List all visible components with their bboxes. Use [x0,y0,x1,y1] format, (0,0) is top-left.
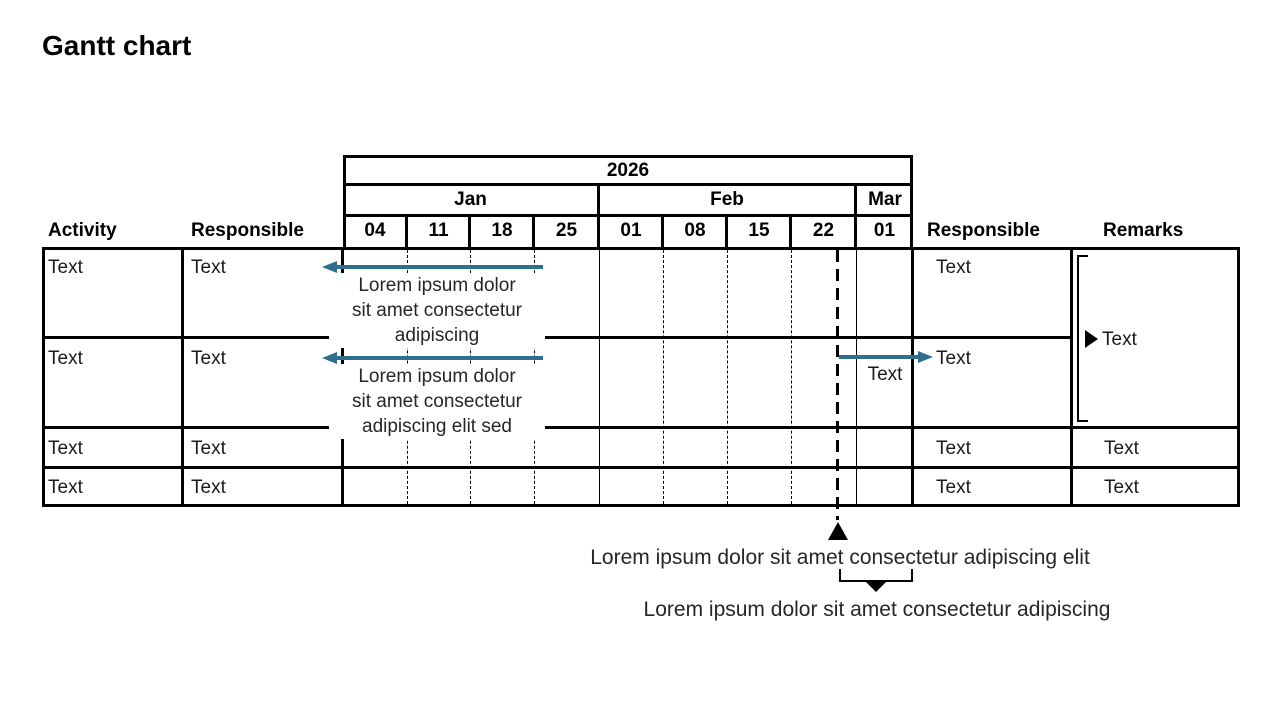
body-border-top [42,247,1240,250]
timeline-note-below: Lorem ipsum dolor sit amet consectetur a… [643,598,1111,621]
date-label: 15 [748,220,770,241]
body-line-row2-row3 [42,426,1240,429]
month-separator-feb-mar [856,250,857,504]
cell-activity-row2: Text [48,348,83,369]
body-border-bottom [42,504,1240,507]
date-label: 22 [812,220,835,241]
header-line-months-bottom [343,214,913,217]
column-header-responsible-left: Responsible [191,220,304,241]
header-line-year-bottom [343,183,913,186]
body-line-row3-row4 [42,466,1240,469]
header-line-jan-feb [597,183,600,247]
task-bar-label-row2: Lorem ipsum dolor sit amet consectetur a… [329,364,545,439]
cell-remarks-row3: Text [1104,438,1139,459]
gantt-body-grid [42,247,1240,507]
body-border-left [42,247,45,507]
column-header-activity: Activity [48,220,117,241]
milestone-up-triangle-icon [828,522,848,540]
month-label-mar: Mar [868,189,902,210]
header-border-left [343,155,346,247]
month-label-feb: Feb [710,189,744,210]
header-line-w2 [468,214,471,247]
cell-responsible-left-row2: Text [191,348,226,369]
column-header-remarks: Remarks [1103,220,1184,241]
header-line-w3 [532,214,535,247]
body-line-chart-end [911,247,914,507]
header-line-w1 [405,214,408,247]
arrow-left-head-row2 [322,352,337,364]
cell-responsible-right-row2: Text [936,348,971,369]
group-pointer-icon [1085,330,1098,348]
cell-activity-row4: Text [48,477,83,498]
cell-responsible-left-row4: Text [191,477,226,498]
year-label: 2026 [606,160,650,181]
cell-activity-row3: Text [48,438,83,459]
group-bracket [1077,255,1088,422]
date-label: 25 [555,220,578,241]
header-border-right [910,155,913,247]
column-header-responsible-right: Responsible [927,220,1040,241]
week-gridline [663,250,664,504]
header-line-w5 [661,214,664,247]
body-line-responsible-remarks [1070,247,1073,507]
date-label: 01 [620,220,642,241]
page-title: Gantt chart [42,30,192,61]
cell-responsible-right-row4: Text [936,477,971,498]
date-label: 11 [428,220,449,241]
arrow-right-shaft-row2 [839,355,918,359]
cell-responsible-left-row3: Text [191,438,226,459]
header-line-feb-mar [854,183,857,247]
cell-remarks-row4: Text [1104,477,1139,498]
cell-responsible-right-row1: Text [936,257,971,278]
date-label: 01 [873,220,896,241]
group-remark-label: Text [1102,329,1137,350]
arrow-left-shaft-row1 [336,265,543,269]
month-separator-jan-feb [599,250,600,504]
date-label: 04 [364,220,386,241]
body-line-row1-row2 [42,336,1072,339]
date-label: 18 [491,220,513,241]
cell-responsible-left-row1: Text [191,257,226,278]
body-line-activity-responsible [181,247,184,507]
header-line-w6 [725,214,728,247]
header-line-w7 [789,214,792,247]
arrow-right-head-row2 [918,351,933,363]
date-label: 08 [684,220,706,241]
week-gridline [791,250,792,504]
date-header-table: 2026 Jan Feb Mar 04 11 18 25 01 08 15 22… [343,155,913,247]
arrow-left-shaft-row2 [336,356,543,360]
milestone-label-row2: Text [867,364,903,385]
cell-activity-row1: Text [48,257,83,278]
cell-responsible-right-row3: Text [936,438,971,459]
task-bar-label-row1: Lorem ipsum dolor sit amet consectetur a… [329,273,545,348]
down-triangle-icon [865,581,887,592]
reference-dashed-line [836,250,839,520]
arrow-left-head-row1 [322,261,337,273]
timeline-note-above: Lorem ipsum dolor sit amet consectetur a… [590,546,1090,569]
week-gridline [727,250,728,504]
body-border-right [1237,247,1240,507]
month-label-jan: Jan [454,189,487,210]
header-border-top [343,155,913,158]
